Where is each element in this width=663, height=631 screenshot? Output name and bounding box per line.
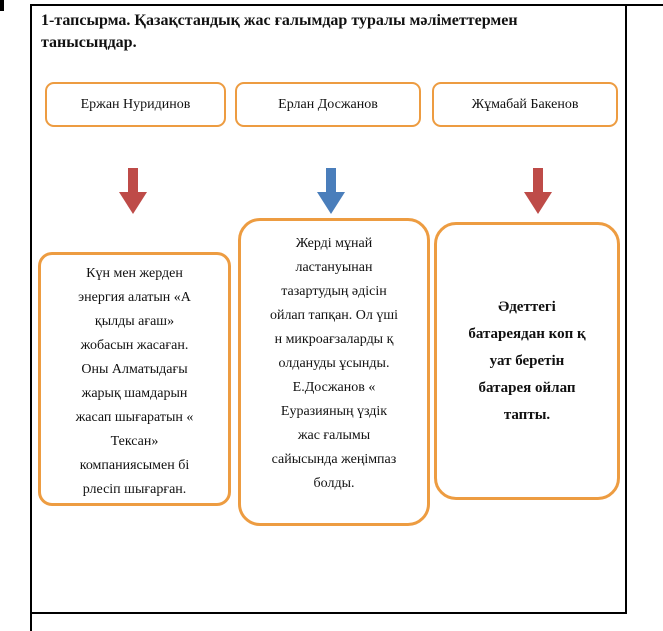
- table-border-corner-tick: [0, 0, 4, 11]
- description-box-erlan: Жерді мұнай ластануынан тазартудың әдісі…: [238, 218, 430, 526]
- down-arrow-icon: [317, 168, 345, 214]
- table-border-top: [30, 4, 663, 6]
- description-box-erzhan: Күн мен жерден энергия алатын «А қылды а…: [38, 252, 231, 506]
- description-box-zhumabai: Әдеттегі батареядан коп қ уат беретін ба…: [434, 222, 620, 500]
- arrow-stem: [533, 168, 543, 194]
- scientist-name: Ерлан Досжанов: [278, 96, 378, 112]
- task-title: 1-тапсырма. Қазақстандық жас ғалымдар ту…: [41, 12, 518, 51]
- name-box-erzhan-nuridinov: Ержан Нуридинов: [45, 82, 226, 127]
- table-border-right: [625, 4, 627, 614]
- arrow-head: [119, 192, 147, 214]
- down-arrow-icon: [119, 168, 147, 214]
- description-text: Әдеттегі батареядан коп қ уат беретін ба…: [468, 298, 586, 423]
- arrow-stem: [326, 168, 336, 194]
- scientist-name: Ержан Нуридинов: [80, 96, 191, 112]
- arrow-head: [524, 192, 552, 214]
- name-box-erlan-doszhanov: Ерлан Досжанов: [235, 82, 421, 127]
- table-border-left: [30, 4, 32, 631]
- down-arrow-icon: [524, 168, 552, 214]
- description-text: Жерді мұнай ластануынан тазартудың әдісі…: [269, 236, 399, 491]
- description-text: Күн мен жерден энергия алатын «А қылды а…: [75, 266, 194, 497]
- name-box-zhumabai-bakenov: Жұмабай Бакенов: [432, 82, 618, 127]
- arrow-stem: [128, 168, 138, 194]
- scientist-name: Жұмабай Бакенов: [471, 96, 579, 112]
- arrow-head: [317, 192, 345, 214]
- table-border-bottom: [30, 612, 627, 614]
